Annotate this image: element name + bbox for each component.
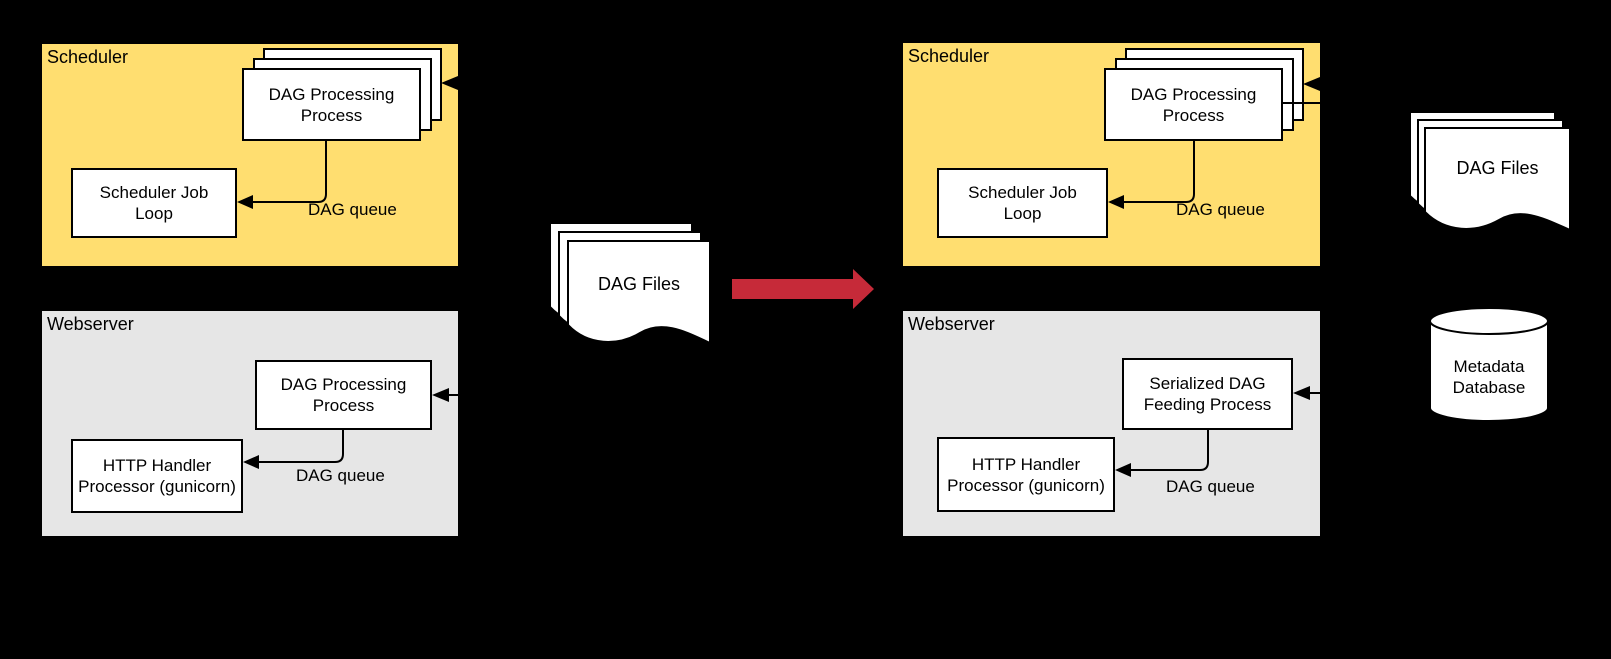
scheduler-title-left: Scheduler [47,47,129,67]
webserver-title-right: Webserver [908,314,995,334]
transition-arrow-icon [732,269,874,309]
dag-files-label-middle: DAG Files [597,273,680,294]
dag-queue-label-webserver-left: DAG queue [296,466,385,485]
webserver-title-left: Webserver [47,314,134,334]
scheduler-title-right: Scheduler [908,46,990,66]
dag-files-label-right: DAG Files [1456,157,1539,178]
dag-queue-label-scheduler-right: DAG queue [1176,200,1265,219]
dag-queue-label-scheduler-left: DAG queue [308,200,397,219]
dag-queue-label-webserver-right: DAG queue [1166,477,1255,496]
